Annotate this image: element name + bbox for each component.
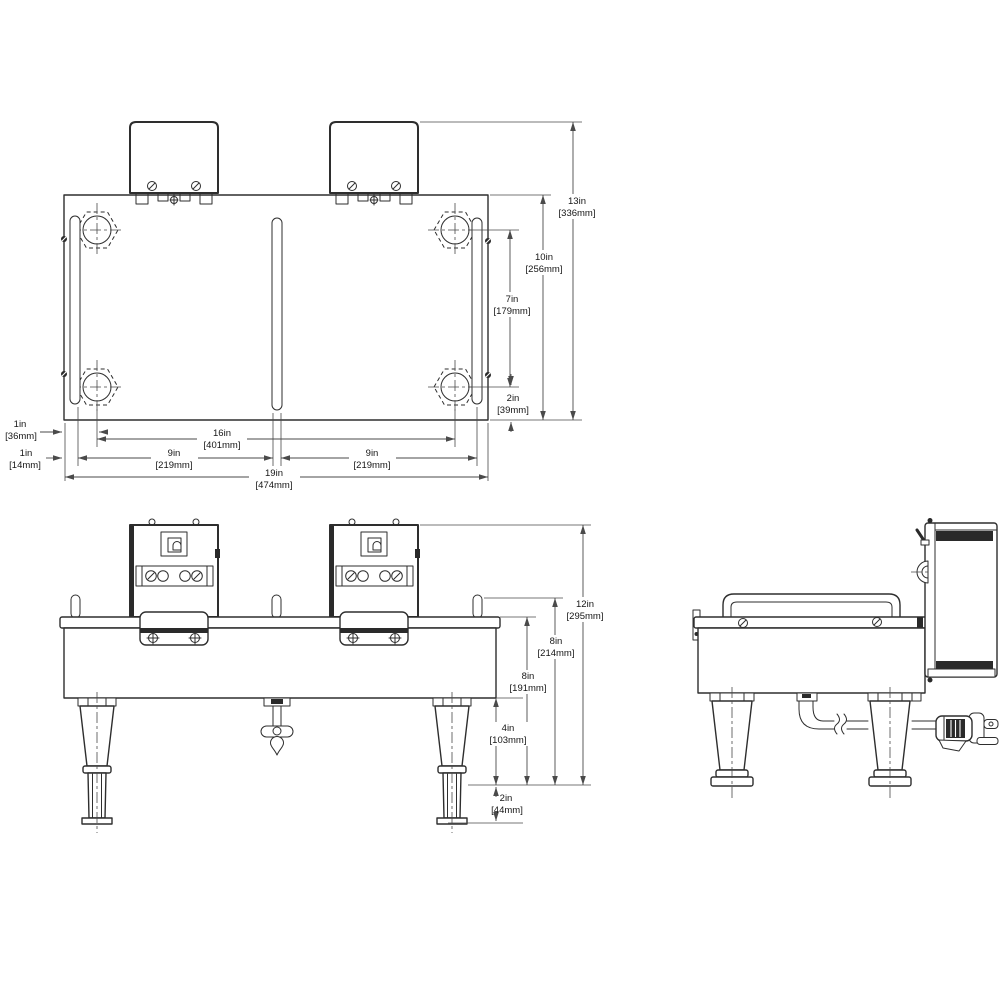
dim-offset-1in-36: 1in [36mm]	[5, 419, 37, 442]
dim-1in36-mm-label: [36mm]	[5, 431, 37, 442]
power-cord-plug	[911, 712, 999, 752]
top-view-dimensions: 13in [336mm] 10in [256mm] 7in [179mm] 2i…	[5, 121, 599, 491]
dim-depth-13in: 13in [336mm]	[555, 194, 599, 219]
front-view-dimensions: 12in [295mm] 8in [214mm] 8in [191mm] 4in…	[420, 524, 608, 824]
dim-depth-2in: 2in [39mm]	[493, 392, 534, 416]
dim-9r-mm-label: [219mm]	[354, 460, 391, 471]
side-drain-pipe	[796, 692, 869, 735]
dim-2in-in-label: 2in	[507, 393, 520, 404]
dim-9l-in-label: 9in	[168, 448, 181, 459]
front-warmer-box-right	[329, 518, 420, 618]
bracket-left	[139, 611, 209, 646]
post-right	[472, 594, 483, 619]
dim-16in-mm-label: [401mm]	[204, 440, 241, 451]
plug-flap	[938, 739, 967, 752]
dim-13in-in-label: 13in	[568, 196, 586, 207]
dim-width-19in: 19in [474mm]	[249, 467, 300, 491]
top-view	[61, 121, 491, 421]
dim-offset-1in-14: 1in [14mm]	[9, 448, 41, 471]
dim-10in-mm-label: [256mm]	[526, 264, 563, 275]
dim-7in-in-label: 7in	[506, 294, 519, 305]
dim-19in-in-label: 19in	[265, 468, 283, 479]
dim-9l-mm-label: [219mm]	[156, 460, 193, 471]
edge-screws	[61, 236, 491, 378]
dim-16in-in-label: 16in	[213, 428, 231, 439]
plug-prong-hole	[988, 721, 994, 727]
dim-7in-mm-label: [179mm]	[494, 306, 531, 317]
side-control-box	[911, 518, 998, 683]
dim-1in36-in-label: 1in	[14, 419, 27, 430]
dim-width-16in: 16in [401mm]	[197, 428, 247, 451]
front-leg-left	[77, 692, 117, 833]
rail-slot-center	[271, 217, 283, 411]
front-body	[63, 627, 497, 699]
side-leg-right	[867, 687, 913, 798]
front-view	[59, 518, 501, 833]
dim-f2in-mm-label: [44mm]	[491, 805, 523, 816]
top-view-warmer-box-right	[329, 121, 419, 206]
dim-height-8in-191: 8in [191mm]	[505, 670, 550, 694]
dim-12in-in-label: 12in	[576, 599, 594, 610]
dim-8b-in-label: 8in	[522, 671, 535, 682]
indicator-panel-right	[335, 565, 414, 587]
dim-13in-mm-label: [336mm]	[559, 208, 596, 219]
dim-4in-in-label: 4in	[502, 723, 515, 734]
drain-faucet	[260, 697, 294, 756]
side-body	[697, 627, 926, 694]
indicator-panel-left	[135, 565, 214, 587]
dim-12in-mm-label: [295mm]	[567, 611, 604, 622]
dim-9r-in-label: 9in	[366, 448, 379, 459]
dim-height-8in-214: 8in [214mm]	[533, 635, 578, 659]
dim-width-9in-right: 9in [219mm]	[349, 448, 396, 471]
plug-prong-top	[983, 719, 999, 729]
dim-foot-2in: 2in [44mm]	[491, 793, 523, 816]
side-tray-lip	[693, 616, 929, 629]
side-leg-left	[709, 687, 755, 798]
bracket-right	[339, 611, 409, 646]
dim-height-12in: 12in [295mm]	[563, 597, 608, 622]
dim-width-9in-left: 9in [219mm]	[151, 448, 198, 471]
dim-10in-in-label: 10in	[535, 252, 553, 263]
top-view-chassis	[63, 194, 489, 421]
plug-prong-bottom	[976, 737, 999, 745]
dim-f2in-in-label: 2in	[500, 793, 513, 804]
front-tray-lip	[59, 616, 501, 629]
side-handle	[722, 593, 901, 618]
side-view	[692, 518, 999, 798]
dim-19in-mm-label: [474mm]	[256, 480, 293, 491]
dim-leg-4in: 4in [103mm]	[485, 722, 531, 746]
dim-depth-7in: 7in [179mm]	[490, 292, 534, 317]
dim-8b-mm-label: [191mm]	[510, 683, 547, 694]
post-center	[271, 594, 282, 619]
dim-8a-in-label: 8in	[550, 636, 563, 647]
dim-2in-mm-label: [39mm]	[497, 405, 529, 416]
post-left	[70, 594, 81, 619]
rail-slot-left	[69, 215, 81, 405]
front-leg-right	[432, 692, 472, 833]
dim-1in14-in-label: 1in	[20, 448, 33, 459]
rail-slot-right	[471, 217, 483, 405]
top-view-warmer-box-left	[129, 121, 219, 206]
dim-depth-10in: 10in [256mm]	[521, 250, 567, 275]
dim-1in14-mm-label: [14mm]	[9, 460, 41, 471]
dim-4in-mm-label: [103mm]	[490, 735, 527, 746]
front-warmer-box-left	[129, 518, 220, 618]
dim-8a-mm-label: [214mm]	[538, 648, 575, 659]
